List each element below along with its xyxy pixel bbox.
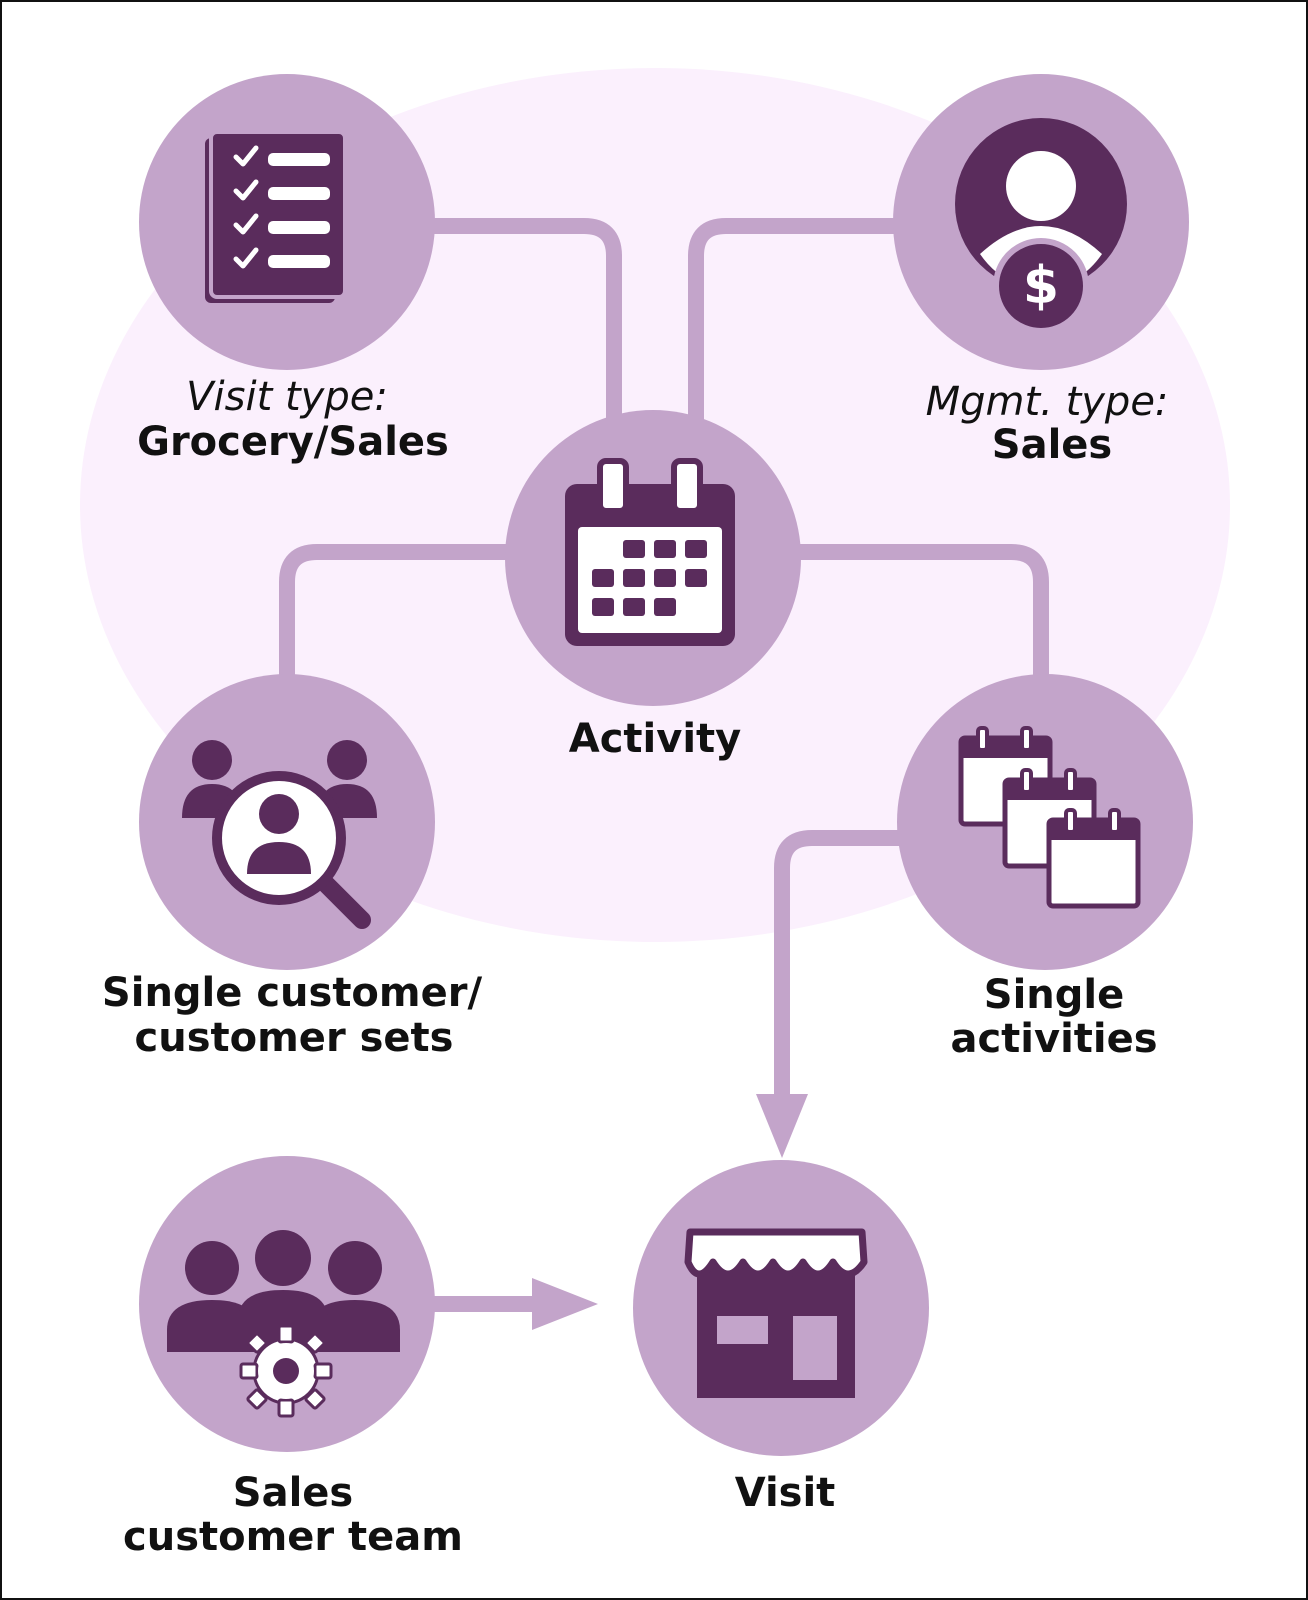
- stacked-calendars-icon: [958, 726, 1141, 909]
- node-visit-type: Visit type: Grocery/Sales: [137, 74, 449, 465]
- single-activities-label-line1: Single: [984, 972, 1124, 1018]
- visit-type-label-italic: Visit type:: [186, 374, 388, 420]
- mgmt-type-label-italic: Mgmt. type:: [926, 379, 1169, 425]
- node-sales-team: Sales customer team: [123, 1156, 463, 1560]
- single-customer-label-line1: Single customer/: [102, 970, 483, 1016]
- arrowhead-to-visit-left: [532, 1278, 598, 1330]
- calendar-icon: [565, 458, 735, 646]
- connector-single-activities-visit: [774, 830, 900, 1105]
- arrowhead-to-visit-top: [756, 1094, 808, 1158]
- visit-type-label-bold: Grocery/Sales: [137, 419, 449, 465]
- node-visit: Visit: [633, 1160, 929, 1516]
- sales-team-label-line1: Sales: [233, 1470, 353, 1516]
- single-activities-label-line2: activities: [950, 1016, 1157, 1062]
- connector-mgmt-type-activity: [688, 218, 900, 420]
- team-settings-icon: [167, 1230, 400, 1418]
- sales-team-label-line2: customer team: [123, 1514, 463, 1560]
- customer-search-icon: [182, 740, 377, 929]
- connectors: [279, 218, 1049, 1312]
- visit-label: Visit: [735, 1470, 836, 1516]
- node-single-activities: Single activities: [897, 674, 1193, 1062]
- node-mgmt-type: $ Mgmt. type: Sales: [893, 74, 1189, 468]
- single-customer-label-line2: customer sets: [135, 1015, 454, 1061]
- node-single-customer: Single customer/ customer sets: [102, 674, 483, 1061]
- connector-visit-type-activity: [425, 218, 622, 420]
- connector-activity-single-customer: [279, 544, 510, 680]
- storefront-icon: [684, 1228, 868, 1398]
- svg-text:$: $: [1023, 256, 1059, 316]
- connector-activity-single-activities: [795, 544, 1049, 680]
- activity-label: Activity: [569, 716, 741, 762]
- node-activity: Activity: [505, 410, 801, 762]
- mgmt-type-label-bold: Sales: [992, 422, 1112, 468]
- sales-person-icon: $: [955, 118, 1127, 334]
- checklist-icon: [205, 130, 347, 303]
